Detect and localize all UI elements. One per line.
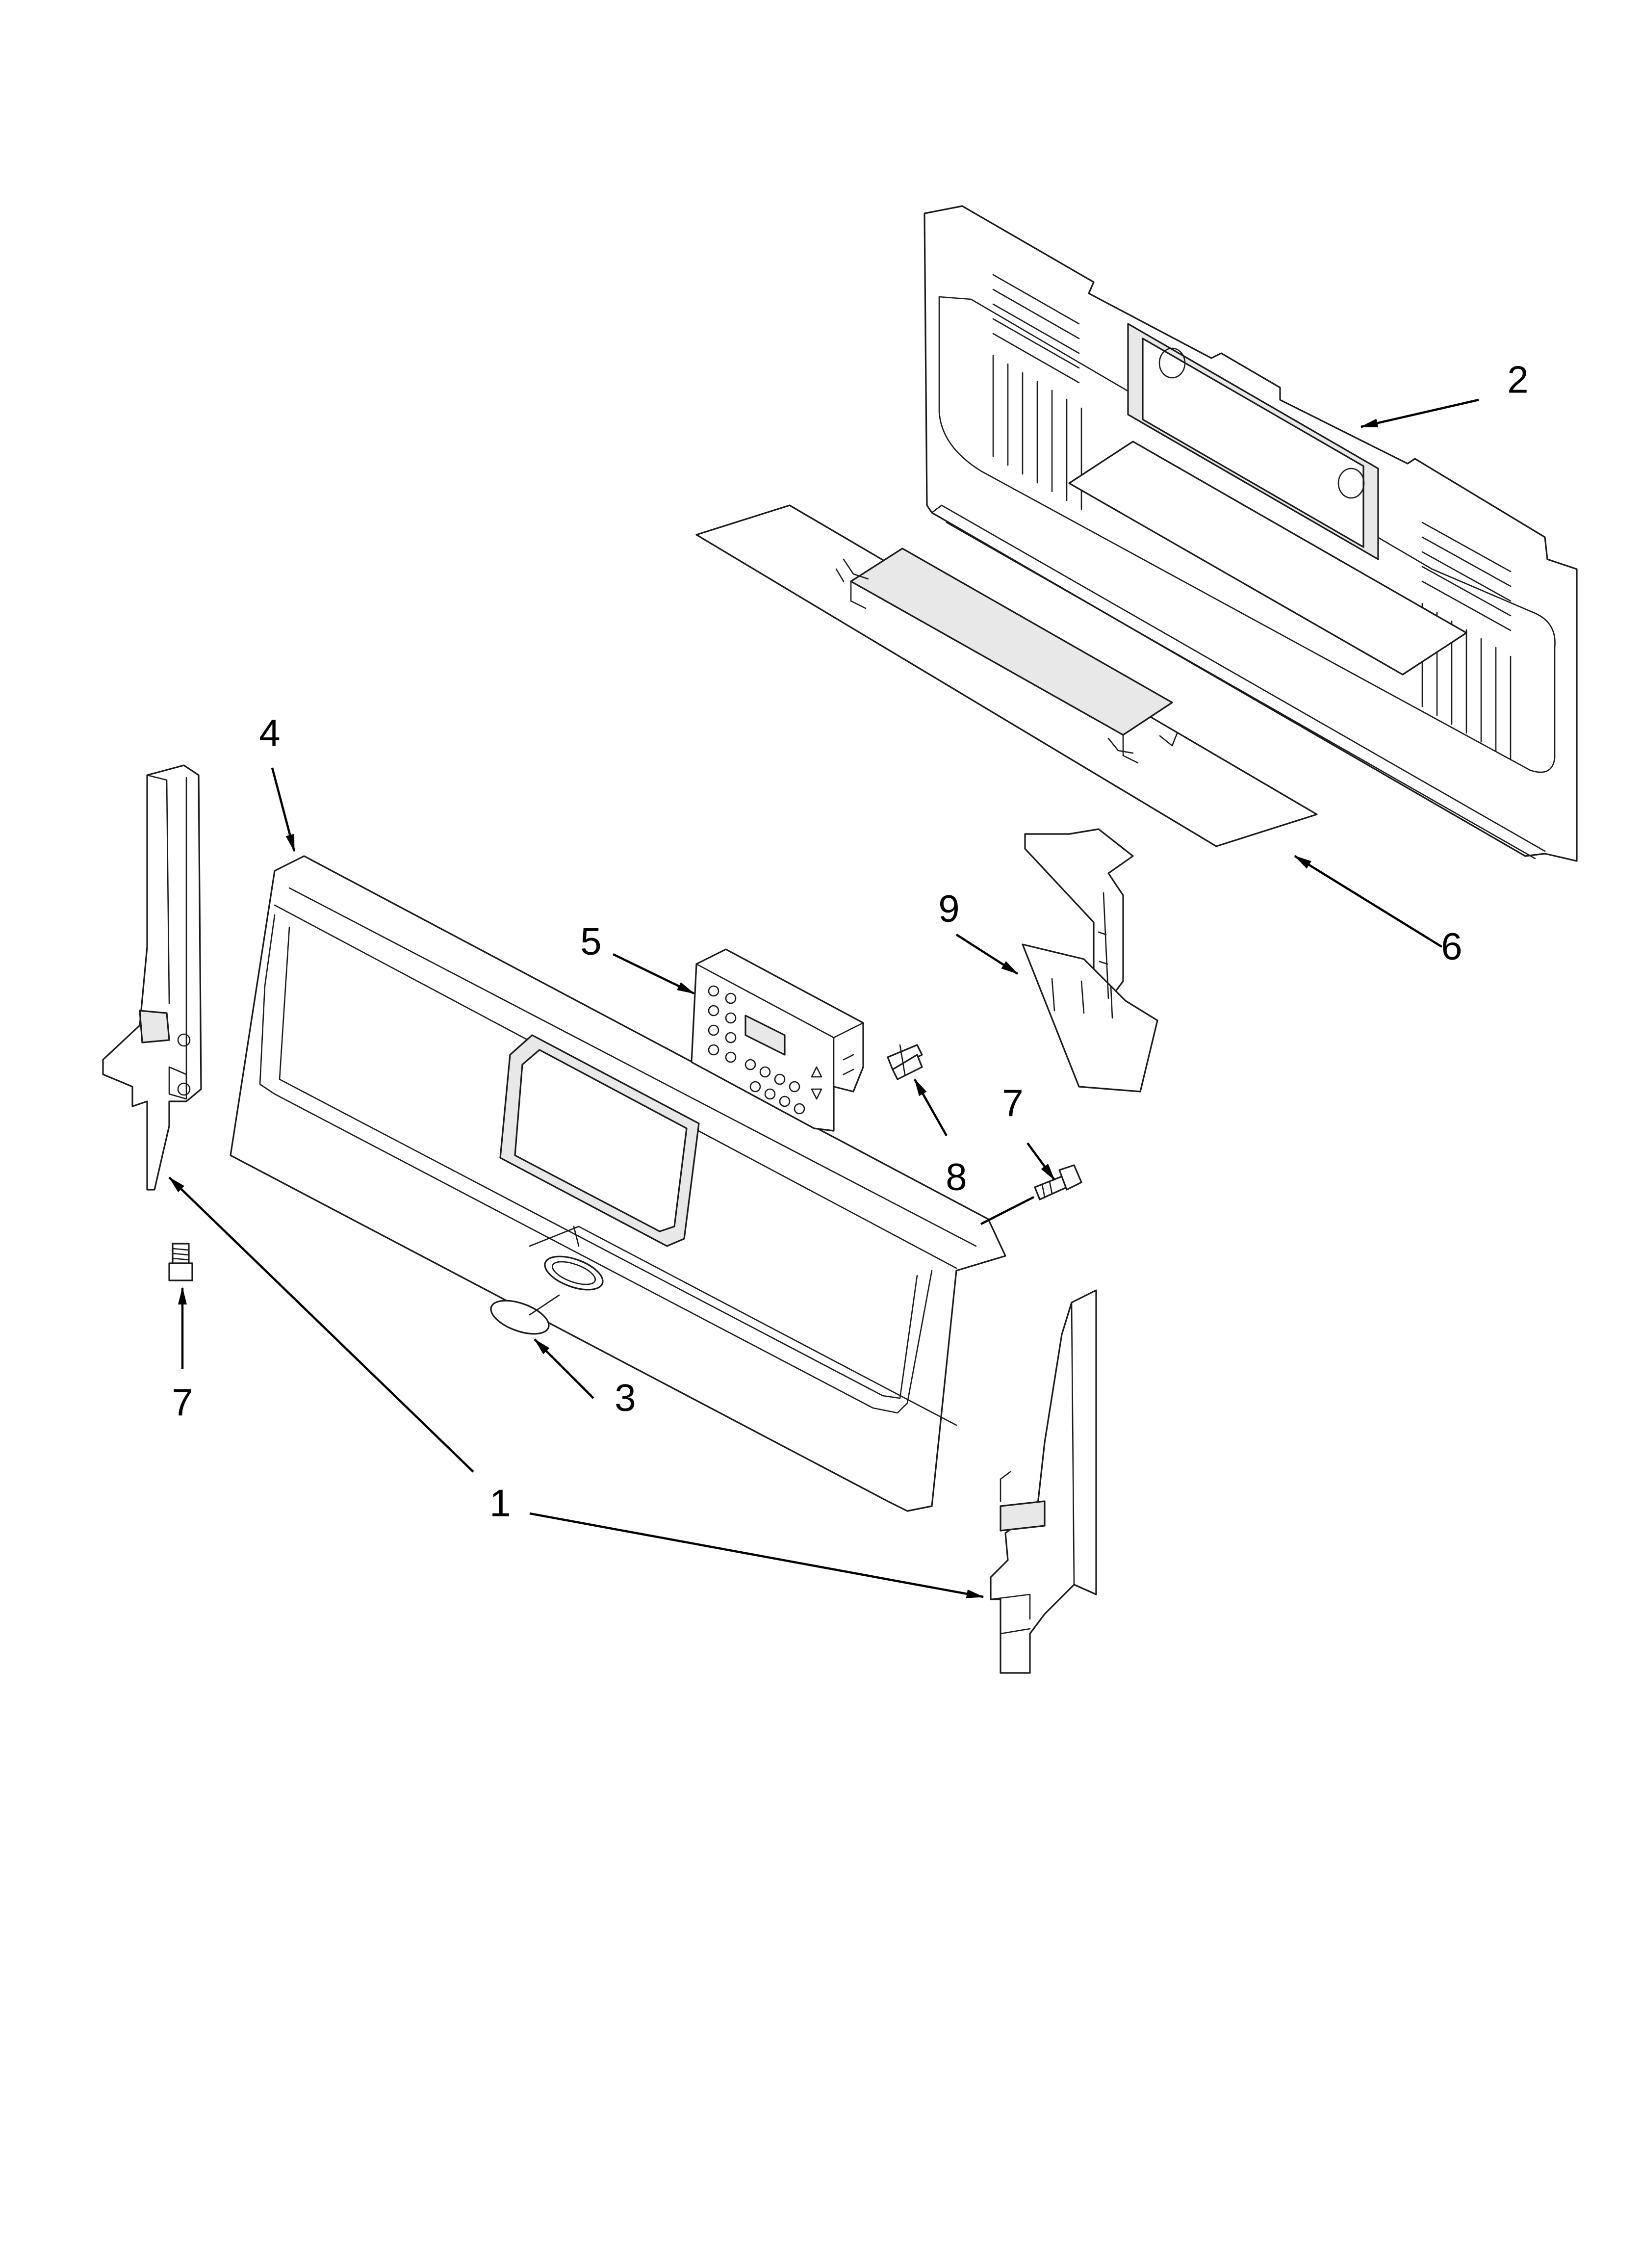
electronic-control-board-part-5 bbox=[691, 948, 864, 1132]
callout-2: 2 bbox=[1507, 358, 1528, 401]
left-louvers bbox=[992, 274, 1082, 510]
badge-part-3 bbox=[490, 1255, 604, 1335]
control-buttons bbox=[708, 985, 822, 1115]
callout-1: 1 bbox=[489, 1482, 511, 1525]
leader-lines bbox=[168, 398, 1479, 1598]
screw-part-7-right bbox=[1034, 1164, 1082, 1200]
end-cap-left-part-1 bbox=[102, 764, 202, 1191]
leader-7-right bbox=[1026, 1142, 1055, 1181]
control-panel-front-part-4 bbox=[230, 855, 1006, 1512]
callout-4: 4 bbox=[259, 711, 280, 755]
rear-control-panel-part-2 bbox=[924, 205, 1578, 862]
leader-7-right-tail bbox=[980, 1196, 1035, 1225]
callout-5: 5 bbox=[580, 920, 601, 963]
leader-1-left bbox=[168, 1176, 474, 1473]
bracket-part-9 bbox=[1022, 828, 1158, 1093]
leader-1-right bbox=[529, 1512, 984, 1598]
leader-6 bbox=[1294, 855, 1443, 948]
callout-7-left: 7 bbox=[172, 1381, 193, 1424]
leader-8 bbox=[914, 1078, 948, 1137]
end-cap-right-part-1 bbox=[990, 1289, 1097, 1674]
leader-4 bbox=[271, 767, 296, 852]
callout-labels: 1 2 3 4 5 6 7 7 8 9 bbox=[172, 358, 1528, 1525]
callout-3: 3 bbox=[615, 1376, 636, 1419]
leader-3 bbox=[534, 1338, 594, 1399]
callout-8: 8 bbox=[946, 1155, 967, 1199]
callout-6: 6 bbox=[1441, 925, 1462, 968]
leader-2 bbox=[1360, 398, 1479, 428]
heat-shield-part-6 bbox=[695, 504, 1318, 847]
leader-5 bbox=[613, 953, 695, 995]
screw-part-8 bbox=[887, 1044, 923, 1080]
callout-7-right: 7 bbox=[1002, 1082, 1023, 1125]
leader-9 bbox=[955, 934, 1019, 975]
screw-part-7-left bbox=[168, 1243, 193, 1281]
callout-9: 9 bbox=[938, 887, 959, 930]
